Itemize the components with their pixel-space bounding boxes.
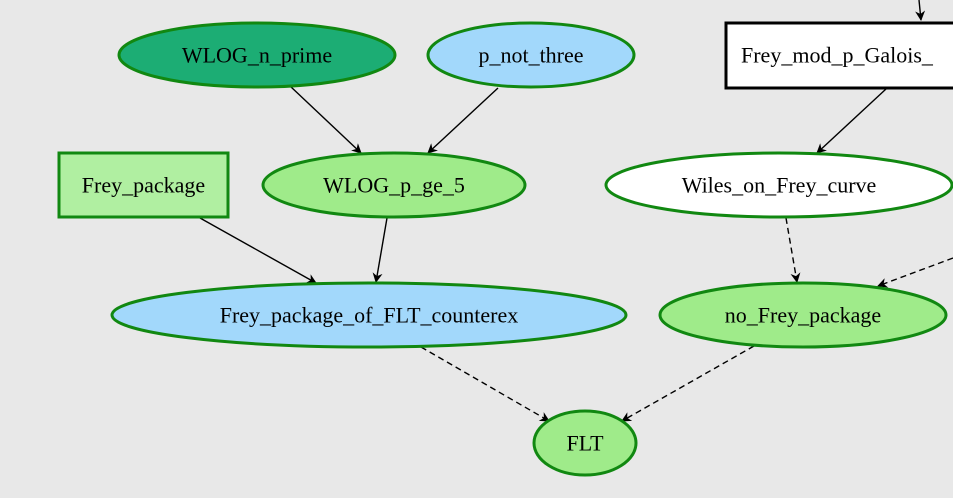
edge-no-frey-package-to-flt: [621, 345, 755, 422]
node-shape: [426, 21, 636, 89]
node-shape: [110, 281, 628, 349]
node-frey-package[interactable]: Frey_package: [57, 151, 230, 219]
node-shape: [261, 151, 527, 219]
node-label: Wiles_on_Frey_curve: [682, 173, 877, 198]
edge-offscreen-to-frey-mod-p-galois: [915, 0, 926, 21]
node-label: FLT: [566, 431, 604, 456]
edges: [199, 0, 953, 422]
node-label: Frey_package_of_FLT_counterex: [220, 303, 519, 328]
edge-offscreen-to-no-frey-package: [877, 257, 953, 288]
node-shape: [117, 21, 397, 89]
edge-frey-package-to-frey-package-of-flt-counterex: [199, 217, 317, 284]
node-wlog-n-prime[interactable]: WLOG_n_prime: [117, 21, 397, 89]
node-flt[interactable]: FLT: [532, 409, 638, 477]
edge-p-not-three-to-wlog-p-ge-5: [427, 87, 499, 154]
node-frey-mod-p-galois[interactable]: Frey_mod_p_Galois_: [724, 21, 953, 90]
node-label: WLOG_n_prime: [182, 43, 332, 68]
node-shape: [57, 151, 230, 219]
node-label: p_not_three: [478, 43, 583, 68]
node-wlog-p-ge-5[interactable]: WLOG_p_ge_5: [261, 151, 527, 219]
node-frey-package-of-flt-counterex[interactable]: Frey_package_of_FLT_counterex: [110, 281, 628, 349]
node-shape: [724, 21, 953, 90]
node-p-not-three[interactable]: p_not_three: [426, 21, 636, 89]
edge-wlog-p-ge-5-to-frey-package-of-flt-counterex: [372, 217, 388, 283]
edge-wiles-on-frey-curve-to-no-frey-package: [785, 217, 801, 283]
node-label: Frey_package: [82, 173, 205, 198]
edge-frey-mod-p-galois-to-wiles-on-frey-curve: [816, 88, 887, 154]
edge-wlog-n-prime-to-wlog-p-ge-5: [289, 85, 362, 154]
node-shape: [532, 409, 638, 477]
node-shape: [604, 151, 953, 219]
node-wiles-on-frey-curve[interactable]: Wiles_on_Frey_curve: [604, 151, 953, 219]
node-no-frey-package[interactable]: no_Frey_package: [658, 281, 948, 349]
node-label: Frey_mod_p_Galois_: [741, 43, 934, 68]
nodes: WLOG_n_prime p_not_three Frey_mod_p_Galo…: [57, 21, 953, 477]
node-label: WLOG_p_ge_5: [323, 173, 465, 198]
node-label: no_Frey_package: [725, 303, 881, 328]
edge-frey-package-of-flt-counterex-to-flt: [420, 346, 550, 422]
node-shape: [658, 281, 948, 349]
